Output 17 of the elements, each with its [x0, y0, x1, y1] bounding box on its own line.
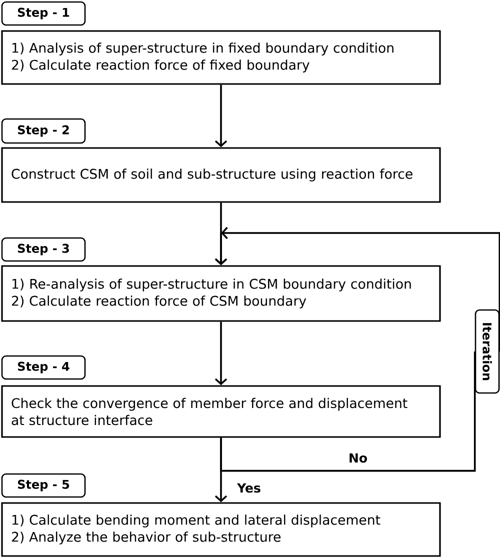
step-label: Step - 2 [1, 118, 86, 144]
process-box: Check the convergence of member force and displacement at structure interface [1, 385, 441, 438]
process-box: 1) Calculate bending moment and lateral displacement 2) Analyze the behavior of sub-structure [1, 502, 441, 557]
process-box: 1) Analysis of super-structure in fixed boundary condition 2) Calculate reaction force of fixed boundary [1, 30, 441, 85]
arrow [214, 322, 228, 386]
step-label: Step - 4 [1, 355, 86, 380]
process-box: 1) Re-analysis of super-structure in CSM boundary condition 2) Calculate reaction force of CSM boundary [1, 265, 441, 322]
step-label: Step - 5 [1, 473, 86, 498]
loop-label: Iteration [474, 309, 500, 394]
edge-label: No [350, 453, 367, 463]
connector-line [220, 352, 476, 472]
step-label: Step - 1 [1, 1, 86, 26]
edge-label: Yes [236, 483, 260, 493]
process-box: Construct CSM of soil and sub-structure using reaction force [1, 147, 441, 203]
step-label: Step - 3 [1, 237, 86, 262]
arrow [214, 226, 500, 352]
arrow [214, 84, 228, 148]
